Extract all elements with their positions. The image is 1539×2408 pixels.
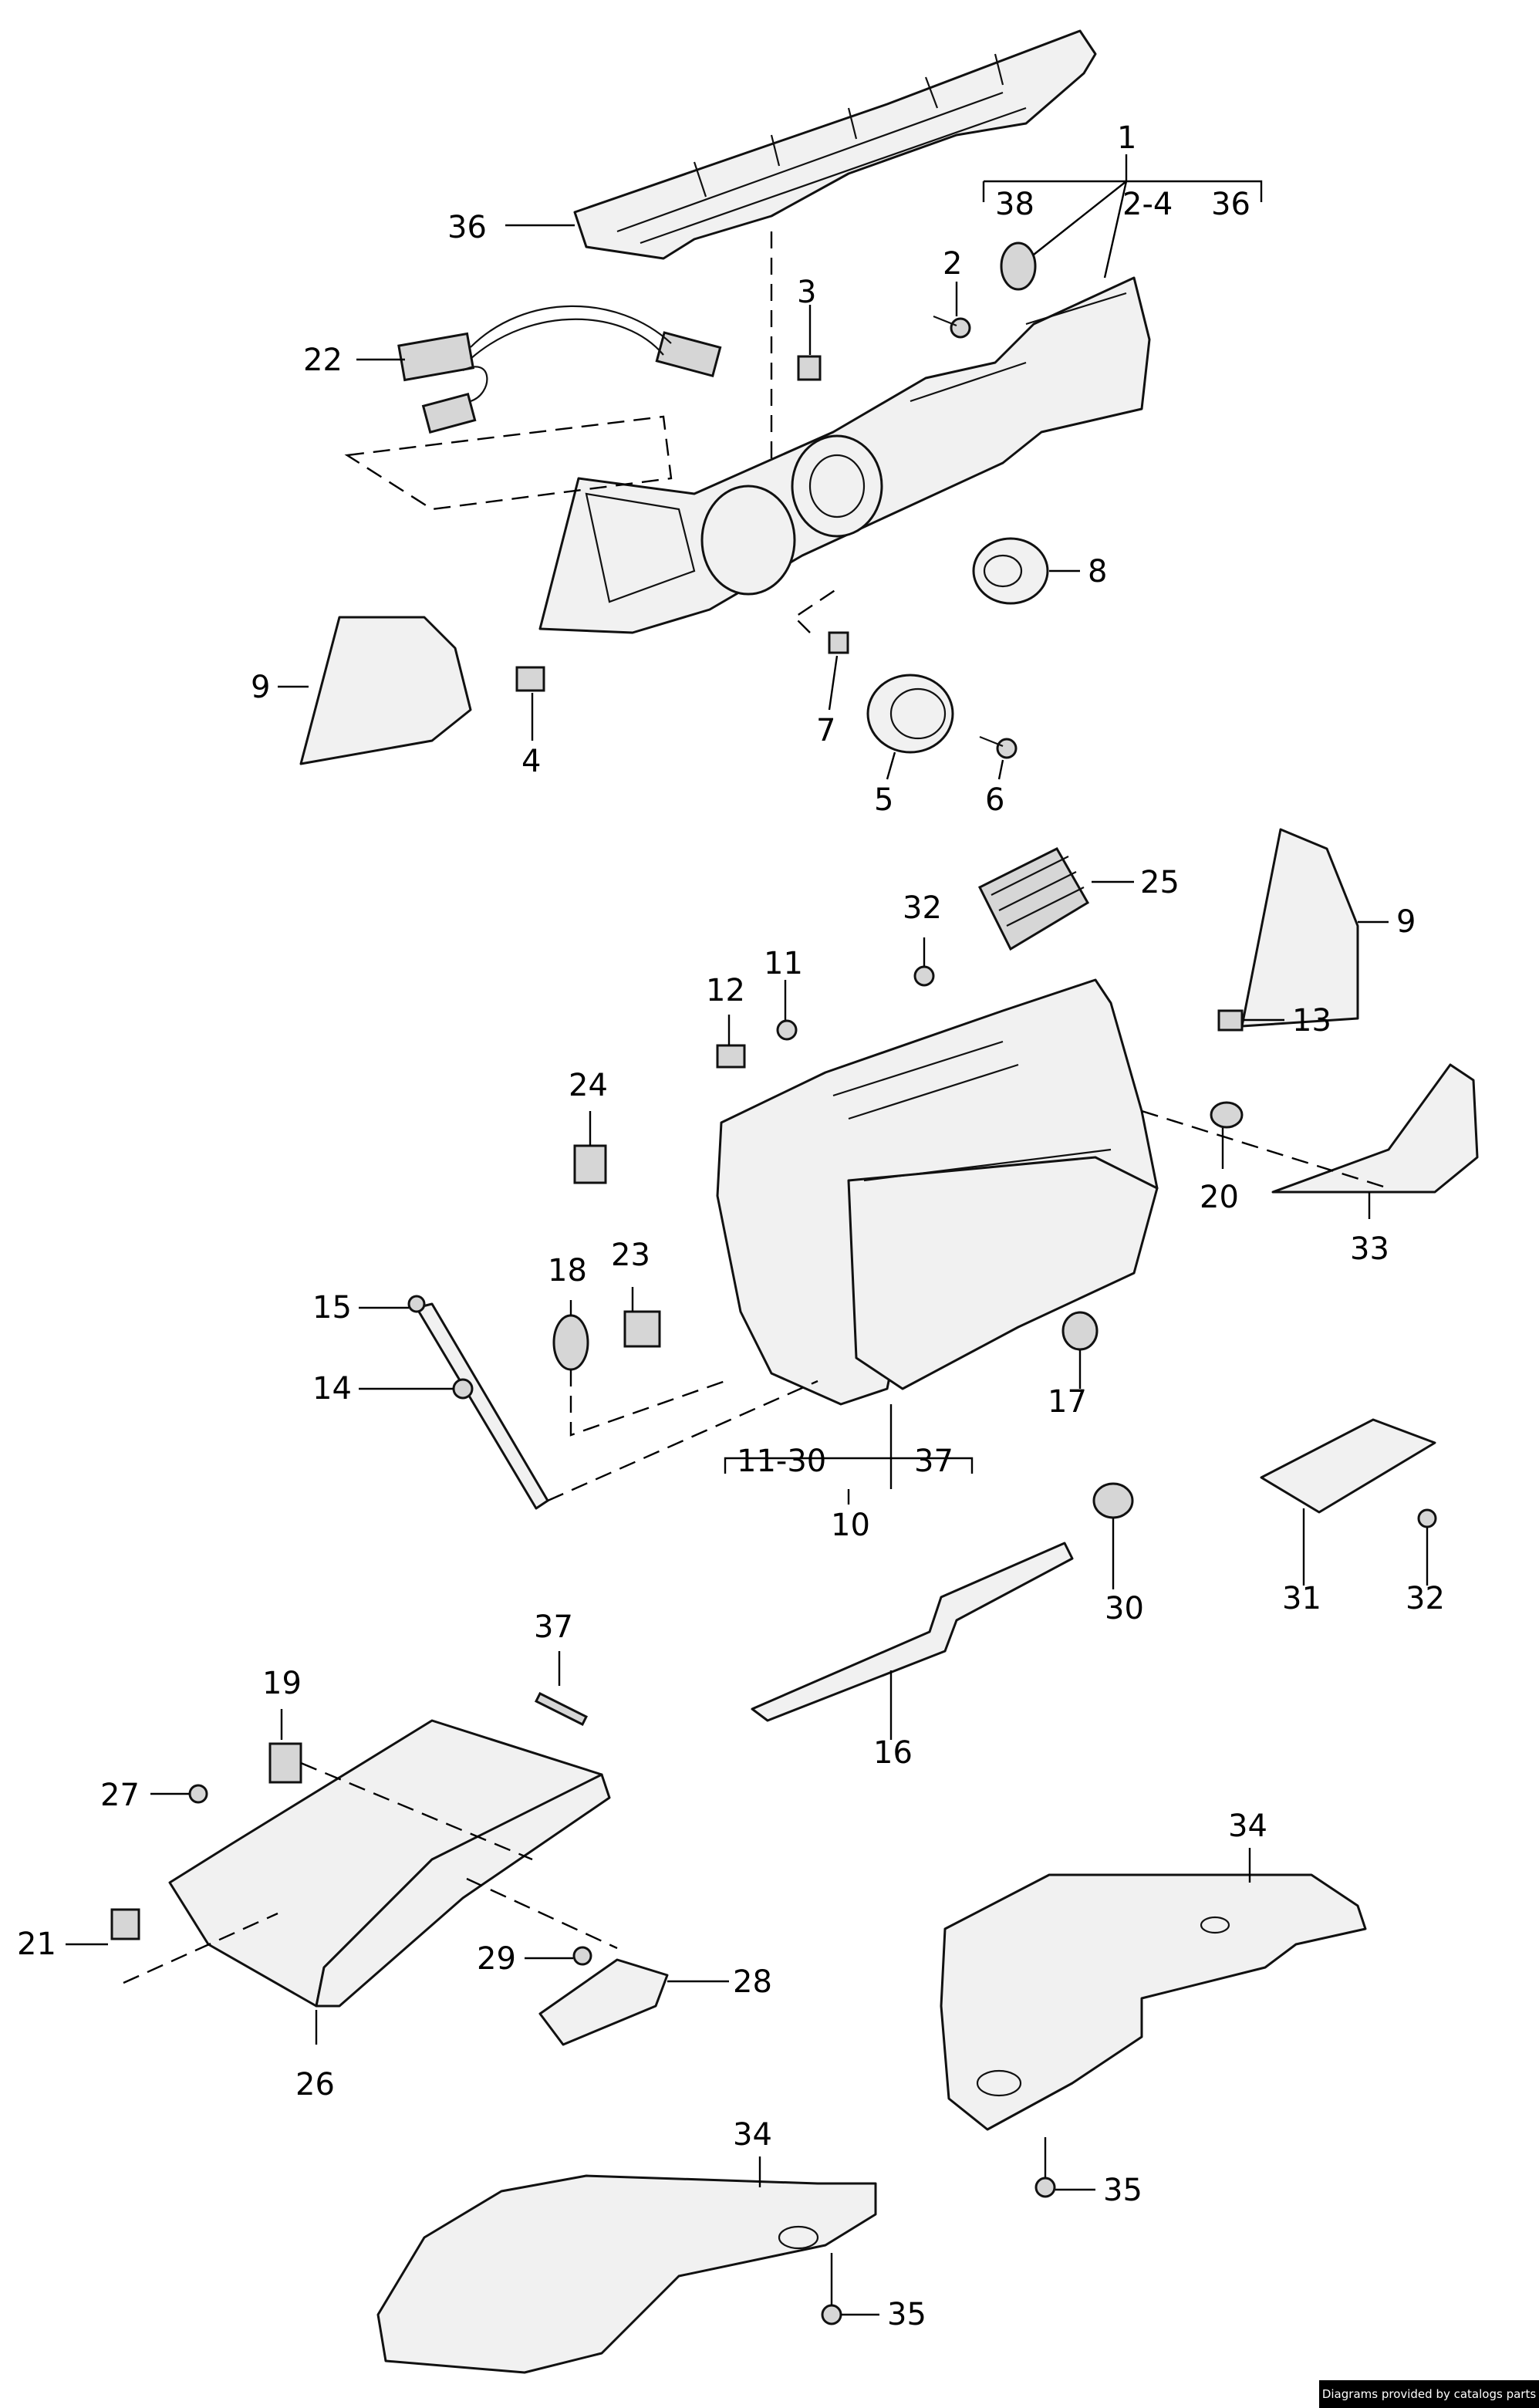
callout-23: 23 xyxy=(611,1238,650,1273)
part-6-screw xyxy=(979,735,1018,759)
callout-28: 28 xyxy=(733,1964,772,2000)
callout-19: 19 xyxy=(262,1666,302,1701)
top-group-leaders xyxy=(278,154,1263,780)
part-5-vent-ring xyxy=(866,674,954,754)
part-20-clamp xyxy=(1210,1101,1244,1129)
callout-9-top: 9 xyxy=(251,670,270,705)
callout-25: 25 xyxy=(1140,865,1180,900)
part-35-screw-b xyxy=(821,2304,842,2325)
part-23-lamp-holder xyxy=(623,1310,661,1348)
part-34-underpanel-upper xyxy=(940,1873,1367,2131)
bottom-right-leaders xyxy=(758,1848,1251,2316)
part-18-bulb xyxy=(552,1314,589,1371)
part-32-screw xyxy=(913,965,935,987)
callout-36: 36 xyxy=(447,210,487,245)
part-1-dash-center-panel xyxy=(538,276,1151,634)
part-7-clip xyxy=(828,631,849,654)
part-22-wiring-harness xyxy=(397,305,722,434)
part-4-clip xyxy=(515,666,545,692)
callout-2-4: 2-4 xyxy=(1122,187,1173,222)
callout-labels: 1 38 2-4 36 36 22 2 3 8 9 4 7 5 6 32 25 … xyxy=(17,120,1445,2332)
part-2-screw xyxy=(933,315,971,339)
callout-36-top: 36 xyxy=(1211,187,1250,222)
callout-5: 5 xyxy=(874,782,893,818)
callout-6: 6 xyxy=(985,782,1004,818)
part-16-rod xyxy=(751,1542,1074,1722)
part-36-trim-cover xyxy=(573,29,1097,260)
callout-37-b: 37 xyxy=(534,1609,573,1645)
part-3-clip xyxy=(797,355,822,381)
middle-group-leaders xyxy=(359,880,1429,1740)
part-9-side-cap xyxy=(299,616,472,765)
callout-3: 3 xyxy=(797,275,816,310)
callout-7: 7 xyxy=(816,713,835,748)
bottom-left-leaders xyxy=(66,1651,729,2045)
part-26-glovebox-lid xyxy=(168,1719,611,2008)
callout-11-30: 11-30 xyxy=(737,1444,826,1479)
callout-35-upper: 35 xyxy=(1103,2173,1142,2208)
part-27-screw xyxy=(188,1784,208,1804)
callout-32-a: 32 xyxy=(903,890,942,926)
callout-17: 17 xyxy=(1048,1384,1087,1420)
part-32-screw-b xyxy=(1417,1508,1437,1528)
part-12-clip xyxy=(716,1044,746,1069)
part-30-latch xyxy=(1092,1482,1134,1519)
callout-35-lower: 35 xyxy=(887,2297,926,2332)
callout-10: 10 xyxy=(831,1508,870,1543)
part-14-gas-strut xyxy=(415,1302,549,1510)
part-8-vent-grill xyxy=(972,537,1049,605)
part-28-latch xyxy=(538,1958,669,2046)
part-24-switch xyxy=(573,1144,607,1184)
callout-38: 38 xyxy=(995,187,1034,222)
callout-13: 13 xyxy=(1292,1003,1331,1039)
callout-15: 15 xyxy=(312,1290,352,1326)
callout-9-right: 9 xyxy=(1396,904,1416,940)
part-35-screw xyxy=(1034,2177,1056,2198)
callout-33: 33 xyxy=(1350,1231,1389,1267)
part-13-clip xyxy=(1217,1009,1244,1032)
callout-22: 22 xyxy=(303,343,343,378)
callout-18: 18 xyxy=(548,1253,587,1288)
part-10-glovebox-housing xyxy=(716,978,1159,1406)
callout-2: 2 xyxy=(943,246,962,282)
part-37-pin xyxy=(534,1691,589,1727)
callout-27: 27 xyxy=(100,1778,140,1813)
callout-1: 1 xyxy=(1117,120,1136,156)
callout-34-lower: 34 xyxy=(733,2117,772,2153)
callout-37: 37 xyxy=(914,1444,953,1479)
callout-16: 16 xyxy=(873,1735,913,1771)
part-11-screw xyxy=(776,1019,798,1041)
part-31-pad xyxy=(1260,1418,1436,1514)
part-33-lower-trim xyxy=(1271,1063,1479,1194)
callout-21: 21 xyxy=(17,1927,56,1962)
part-15-spring xyxy=(407,1295,426,1313)
callout-31: 31 xyxy=(1282,1581,1321,1616)
callout-8: 8 xyxy=(1088,554,1107,589)
part-29-screw xyxy=(572,1946,592,1966)
part-21-clip xyxy=(110,1908,140,1940)
part-17-bumper xyxy=(1061,1311,1099,1351)
callout-30: 30 xyxy=(1105,1591,1144,1626)
callout-4: 4 xyxy=(521,744,541,779)
part-25-grille xyxy=(977,847,1090,951)
callout-24: 24 xyxy=(569,1068,608,1103)
callout-14: 14 xyxy=(312,1371,352,1407)
part-34-underpanel-lower xyxy=(376,2174,877,2374)
callout-11: 11 xyxy=(764,946,803,981)
callout-12: 12 xyxy=(706,973,745,1008)
credit-label: Diagrams provided by catalogs parts xyxy=(1319,2380,1539,2408)
callout-32-b: 32 xyxy=(1406,1581,1445,1616)
part-38-bumper xyxy=(1000,241,1037,291)
part-19-hinge xyxy=(268,1742,302,1784)
callout-20: 20 xyxy=(1200,1180,1239,1215)
callout-26: 26 xyxy=(295,2067,335,2102)
callout-29: 29 xyxy=(477,1941,516,1977)
callout-34-upper: 34 xyxy=(1228,1809,1267,1844)
part-9-side-cap-right xyxy=(1240,828,1359,1028)
